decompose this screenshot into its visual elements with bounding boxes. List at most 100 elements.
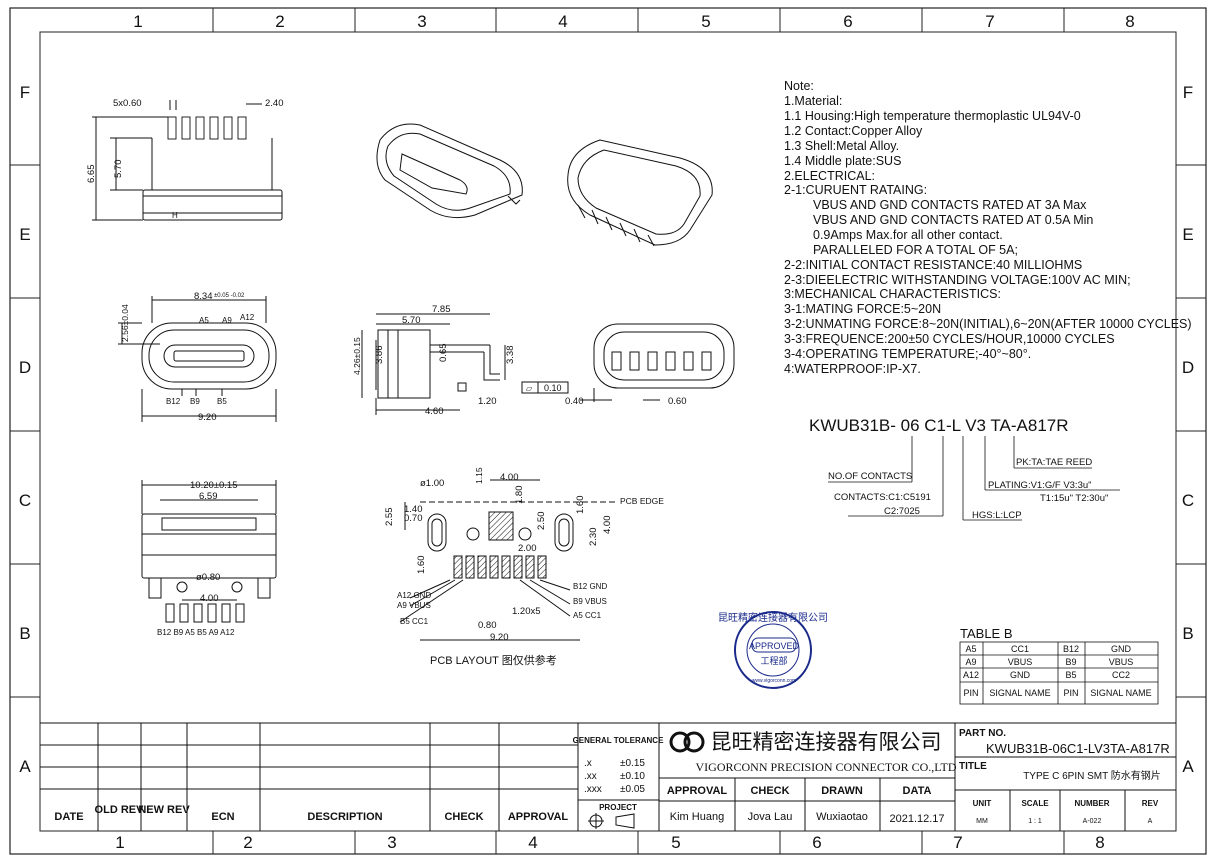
zone-col-1-bottom: 1	[115, 833, 124, 852]
scale-label: SCALE	[1021, 799, 1049, 808]
table-cell: A9	[965, 657, 976, 667]
part-code-plating: PLATING:V1:G/F V3:3u"	[988, 480, 1092, 491]
dim-570: 5.70	[113, 160, 124, 179]
pcb-dim-250: 2.50	[536, 512, 547, 531]
number-label: NUMBER	[1074, 799, 1109, 808]
dim-065: 0.65	[438, 344, 449, 363]
dim-659: 6.59	[199, 491, 218, 502]
zone-row-f: F	[20, 83, 30, 102]
table-cell: SIGNAL NAME	[1090, 688, 1151, 698]
sign-value-date: 2021.12.17	[889, 813, 944, 825]
part-code-contacts-1: CONTACTS:C1:C5191	[834, 492, 931, 503]
title-value: TYPE C 6PIN SMT 防水有钢片	[1023, 769, 1161, 782]
title-block	[40, 722, 1176, 831]
pcb-dim-120x5: 1.20x5	[512, 606, 541, 617]
pcb-dim-140: 1.40	[404, 504, 423, 515]
table-cell: SIGNAL NAME	[989, 688, 1050, 698]
zone-row-b-right: B	[1182, 624, 1193, 643]
front-face-view	[118, 296, 277, 422]
project-label: PROJECT	[599, 803, 637, 812]
zone-col-2: 2	[275, 12, 284, 31]
table-cell: VBUS	[1008, 657, 1033, 667]
dim-426: 4.26±0.15	[352, 337, 362, 375]
note-line: 3-2:UNMATING FORCE:8~20N(INITIAL),6~20N(…	[784, 317, 1192, 331]
table-cell: CC2	[1112, 670, 1130, 680]
zone-row-f-right: F	[1183, 83, 1193, 102]
pin-label-a5: A5	[199, 316, 209, 325]
dim-060: 0.60	[668, 396, 687, 407]
pcb-label-a9vbus: A9 VBUS	[397, 601, 431, 610]
sign-header-drawn: DRAWN	[821, 785, 863, 797]
note-line: 3:MECHANICAL CHARACTERISTICS:	[784, 287, 1001, 301]
rev-header-description: DESCRIPTION	[307, 811, 382, 823]
note-line: VBUS AND GND CONTACTS RATED AT 3A Max	[813, 198, 1087, 212]
zone-col-5-bottom: 5	[671, 833, 680, 852]
pcb-label-b9vbus: B9 VBUS	[573, 597, 607, 606]
note-line: 2-3:DIEELECTRIC WITHSTANDING VOLTAGE:100…	[784, 273, 1131, 287]
part-code-plating-2: T1:15u" T2:30u"	[1040, 493, 1108, 504]
dim-120: 1.20	[478, 396, 497, 407]
marking-h1: H	[172, 211, 178, 220]
pcb-label-b5cc1: B5 CC1	[400, 617, 429, 626]
zone-row-d: D	[19, 358, 31, 377]
tol-xxx: .xxx	[584, 784, 602, 795]
scale-value: 1 : 1	[1028, 818, 1042, 825]
part-no-label: PART NO.	[959, 728, 1006, 739]
zone-col-4-bottom: 4	[528, 833, 537, 852]
note-line: PARALLELED FOR A TOTAL OF 5A;	[813, 243, 1018, 257]
tol-xxx-val: ±0.05	[620, 784, 645, 795]
bottom-view	[141, 480, 277, 623]
note-line: 3-1:MATING FORCE:5~20N	[784, 302, 941, 316]
note-line: 3-3:FREQUENCE:200±50 CYCLES/HOUR,10000 C…	[784, 332, 1115, 346]
sign-header-approval: APPROVAL	[667, 785, 728, 797]
table-b-title: TABLE B	[960, 626, 1013, 641]
part-code-hgs: HGS:L:LCP	[972, 510, 1022, 521]
bottom-pin-labels: B12 B9 A5 B5 A9 A12	[157, 628, 235, 637]
note-line: 2.ELECTRICAL:	[784, 169, 875, 183]
dim-1020: 10.20±0.15	[190, 480, 237, 491]
table-b: TABLE B A5 CC1 B12 GND A9 VBUS B9 VBUS A…	[959, 626, 1159, 705]
title-label: TITLE	[959, 761, 987, 772]
note-line: Note:	[784, 79, 814, 93]
table-cell: GND	[1010, 670, 1031, 680]
dim-338: 3.38	[505, 346, 516, 365]
flatness-symbol: ▱	[526, 384, 533, 393]
sign-value-check: Jova Lau	[748, 811, 793, 823]
pin-label-a9: A9	[222, 316, 232, 325]
zone-col-4: 4	[558, 12, 567, 31]
unit-value: MM	[976, 818, 988, 825]
table-cell: B12	[1063, 644, 1079, 654]
rev-header-date: DATE	[54, 811, 83, 823]
dim-080: ø0.80	[196, 572, 220, 583]
note-line: 0.9Amps Max.for all other contact.	[813, 228, 1003, 242]
pcb-dim-070: 0.70	[404, 513, 423, 524]
dim-920: 9.20	[198, 412, 217, 423]
table-cell: PIN	[963, 688, 978, 698]
tol-xx-val: ±0.10	[620, 771, 645, 782]
pin-label-b5: B5	[217, 397, 227, 406]
rev-header-check: CHECK	[444, 811, 483, 823]
zone-labels: 1 2 3 4 5 6 7 8 F E D C B A F E D C B A …	[19, 12, 1194, 852]
zone-row-e: E	[19, 225, 30, 244]
note-line: 3-4:OPERATING TEMPERATURE;-40°~80°.	[784, 347, 1031, 361]
zone-row-c-right: C	[1182, 491, 1194, 510]
part-code-breakdown: KWUB31B- 06 C1-L V3 TA-A817R PK:TA:TAE R…	[809, 416, 1120, 521]
company-name-en: VIGORCONN PRECISION CONNECTOR CO.,LTD	[695, 760, 956, 774]
rev-label: REV	[1142, 799, 1159, 808]
note-line: 4:WATERPROOF:IP-X7.	[784, 362, 921, 376]
dim-570b: 5.70	[402, 315, 421, 326]
pcb-dim-920: 9.20	[490, 632, 509, 643]
zone-row-c: C	[19, 491, 31, 510]
rev-value: A	[1148, 818, 1153, 825]
zone-row-e-right: E	[1182, 225, 1193, 244]
dim-040: 0.40	[565, 396, 584, 407]
company-name-cn: 昆旺精密连接器有限公司	[711, 730, 942, 754]
stamp-url: www.vigorconn.com	[752, 678, 796, 684]
pcb-dim-230: 2.30	[588, 528, 599, 547]
iso-view-back	[567, 139, 713, 247]
zone-row-a-right: A	[1182, 757, 1194, 776]
note-line: 2-1:CURUENT RATAING:	[784, 183, 927, 197]
note-line: 1.3 Shell:Metal Alloy.	[784, 139, 899, 153]
dim-834: 8.34	[194, 291, 213, 302]
zone-ticks	[10, 8, 1206, 854]
